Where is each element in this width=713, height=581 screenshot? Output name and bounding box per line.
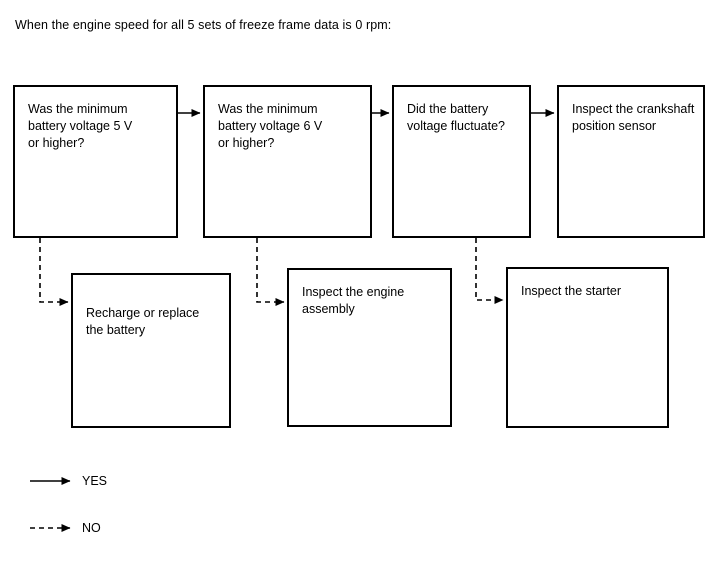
node-recharge-or-replace-battery[interactable]: Recharge or replace the battery — [71, 273, 231, 428]
edge-no-fluctuate-to-starter — [475, 238, 504, 304]
edge-no-5v-to-recharge — [39, 238, 69, 306]
legend-yes-label: YES — [82, 474, 108, 488]
node-inspect-engine-assembly[interactable]: Inspect the engine assembly — [287, 268, 452, 427]
page-title: When the engine speed for all 5 sets of … — [15, 18, 392, 32]
node-label: Inspect the crankshaft position sensor — [572, 102, 695, 133]
node-label: Did the battery voltage fluctuate? — [407, 102, 505, 133]
node-inspect-starter[interactable]: Inspect the starter — [506, 267, 669, 428]
node-inspect-crankshaft-position-sensor[interactable]: Inspect the crankshaft position sensor — [557, 85, 705, 238]
node-min-voltage-6v[interactable]: Was the minimum battery voltage 6 V or h… — [203, 85, 372, 238]
node-label: Recharge or replace the battery — [86, 306, 200, 337]
legend-no-label: NO — [82, 521, 101, 535]
node-min-voltage-5v[interactable]: Was the minimum battery voltage 5 V or h… — [13, 85, 178, 238]
node-label: Was the minimum battery voltage 6 V or h… — [218, 102, 323, 150]
node-label: Inspect the starter — [521, 284, 622, 298]
node-label: Inspect the engine assembly — [302, 285, 405, 316]
node-voltage-fluctuate[interactable]: Did the battery voltage fluctuate? — [392, 85, 531, 238]
edge-no-6v-to-engine — [256, 238, 285, 306]
node-label: Was the minimum battery voltage 5 V or h… — [28, 102, 133, 150]
